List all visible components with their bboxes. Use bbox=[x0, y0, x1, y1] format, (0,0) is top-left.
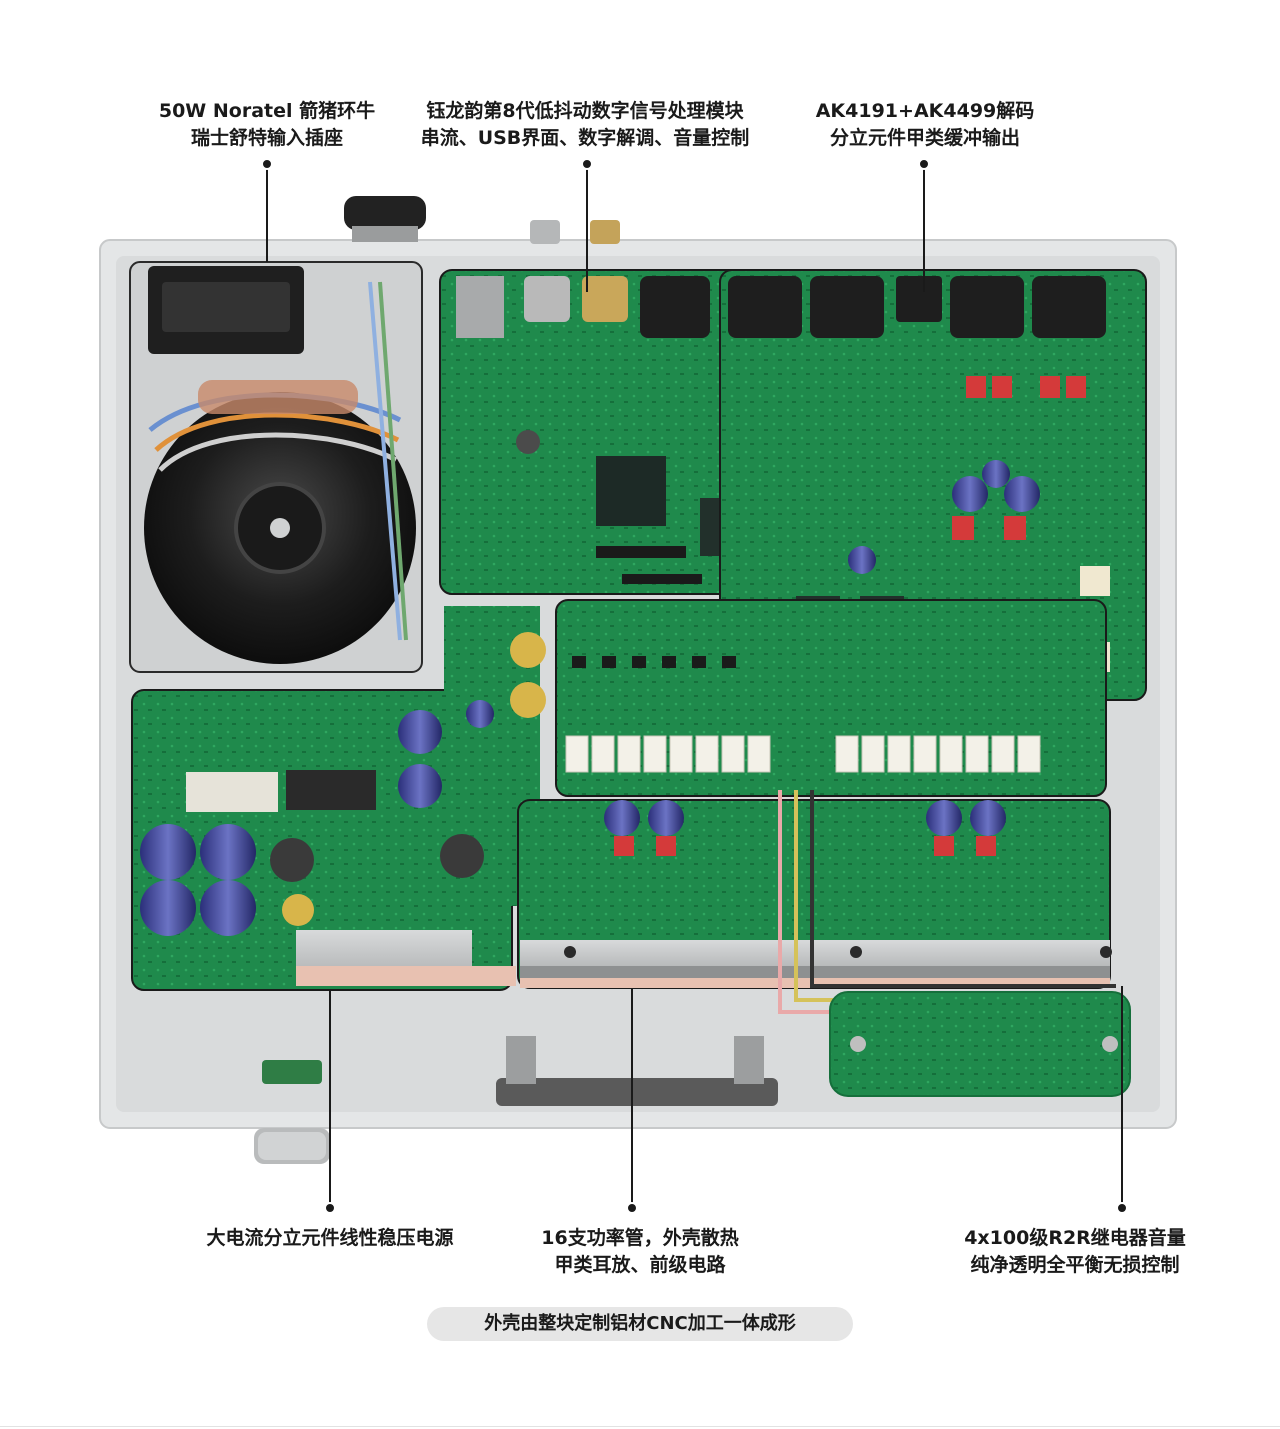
callout-dac-line1: AK4191+AK4499解码 bbox=[815, 100, 1035, 122]
callout-power: 大电流分立元件线性稳压电源 bbox=[180, 1225, 480, 1252]
callout-amplifier-line2: 甲类耳放、前级电路 bbox=[554, 1254, 726, 1276]
callout-digital: 钰龙韵第8代低抖动数字信号处理模块 串流、USB界面、数字解调、音量控制 bbox=[395, 98, 775, 152]
leader-lines bbox=[266, 166, 1123, 1206]
coaxial-jack bbox=[530, 220, 560, 244]
callout-amplifier-line1: 16支功率管，外壳散热 bbox=[541, 1227, 739, 1249]
bottom-divider bbox=[0, 1426, 1280, 1427]
callout-transformer-line2: 瑞士舒特输入插座 bbox=[190, 127, 343, 149]
power-knob bbox=[344, 196, 426, 230]
callout-dac-line2: 分立元件甲类缓冲输出 bbox=[829, 127, 1020, 149]
filter-capacitors bbox=[140, 632, 546, 936]
callout-dac: AK4191+AK4499解码 分立元件甲类缓冲输出 bbox=[800, 98, 1050, 152]
callout-amplifier: 16支功率管，外壳散热 甲类耳放、前级电路 bbox=[510, 1225, 770, 1279]
callout-volume-line2: 纯净透明全平衡无损控制 bbox=[970, 1254, 1180, 1276]
callout-digital-line1: 钰龙韵第8代低抖动数字信号处理模块 bbox=[426, 100, 744, 122]
relay-bank-right bbox=[835, 735, 1041, 773]
leader-dots bbox=[261, 158, 1128, 1214]
rca-jack bbox=[590, 220, 620, 244]
relay-bank-left bbox=[565, 735, 771, 773]
output-board bbox=[829, 991, 1131, 1097]
callout-volume: 4x100级R2R继电器音量 纯净透明全平衡无损控制 bbox=[930, 1225, 1220, 1279]
callout-power-line1: 大电流分立元件线性稳压电源 bbox=[206, 1227, 454, 1249]
callout-volume-line1: 4x100级R2R继电器音量 bbox=[964, 1227, 1186, 1249]
callout-transformer-line1: 50W Noratel 箭猪环牛 bbox=[158, 100, 376, 122]
callout-transformer: 50W Noratel 箭猪环牛 瑞士舒特输入插座 bbox=[142, 98, 392, 152]
front-panel-bracket bbox=[496, 1078, 778, 1106]
callout-digital-line2: 串流、USB界面、数字解调、音量控制 bbox=[420, 127, 750, 149]
footer-caption: 外壳由整块定制铝材CNC加工一体成形 bbox=[427, 1307, 853, 1341]
